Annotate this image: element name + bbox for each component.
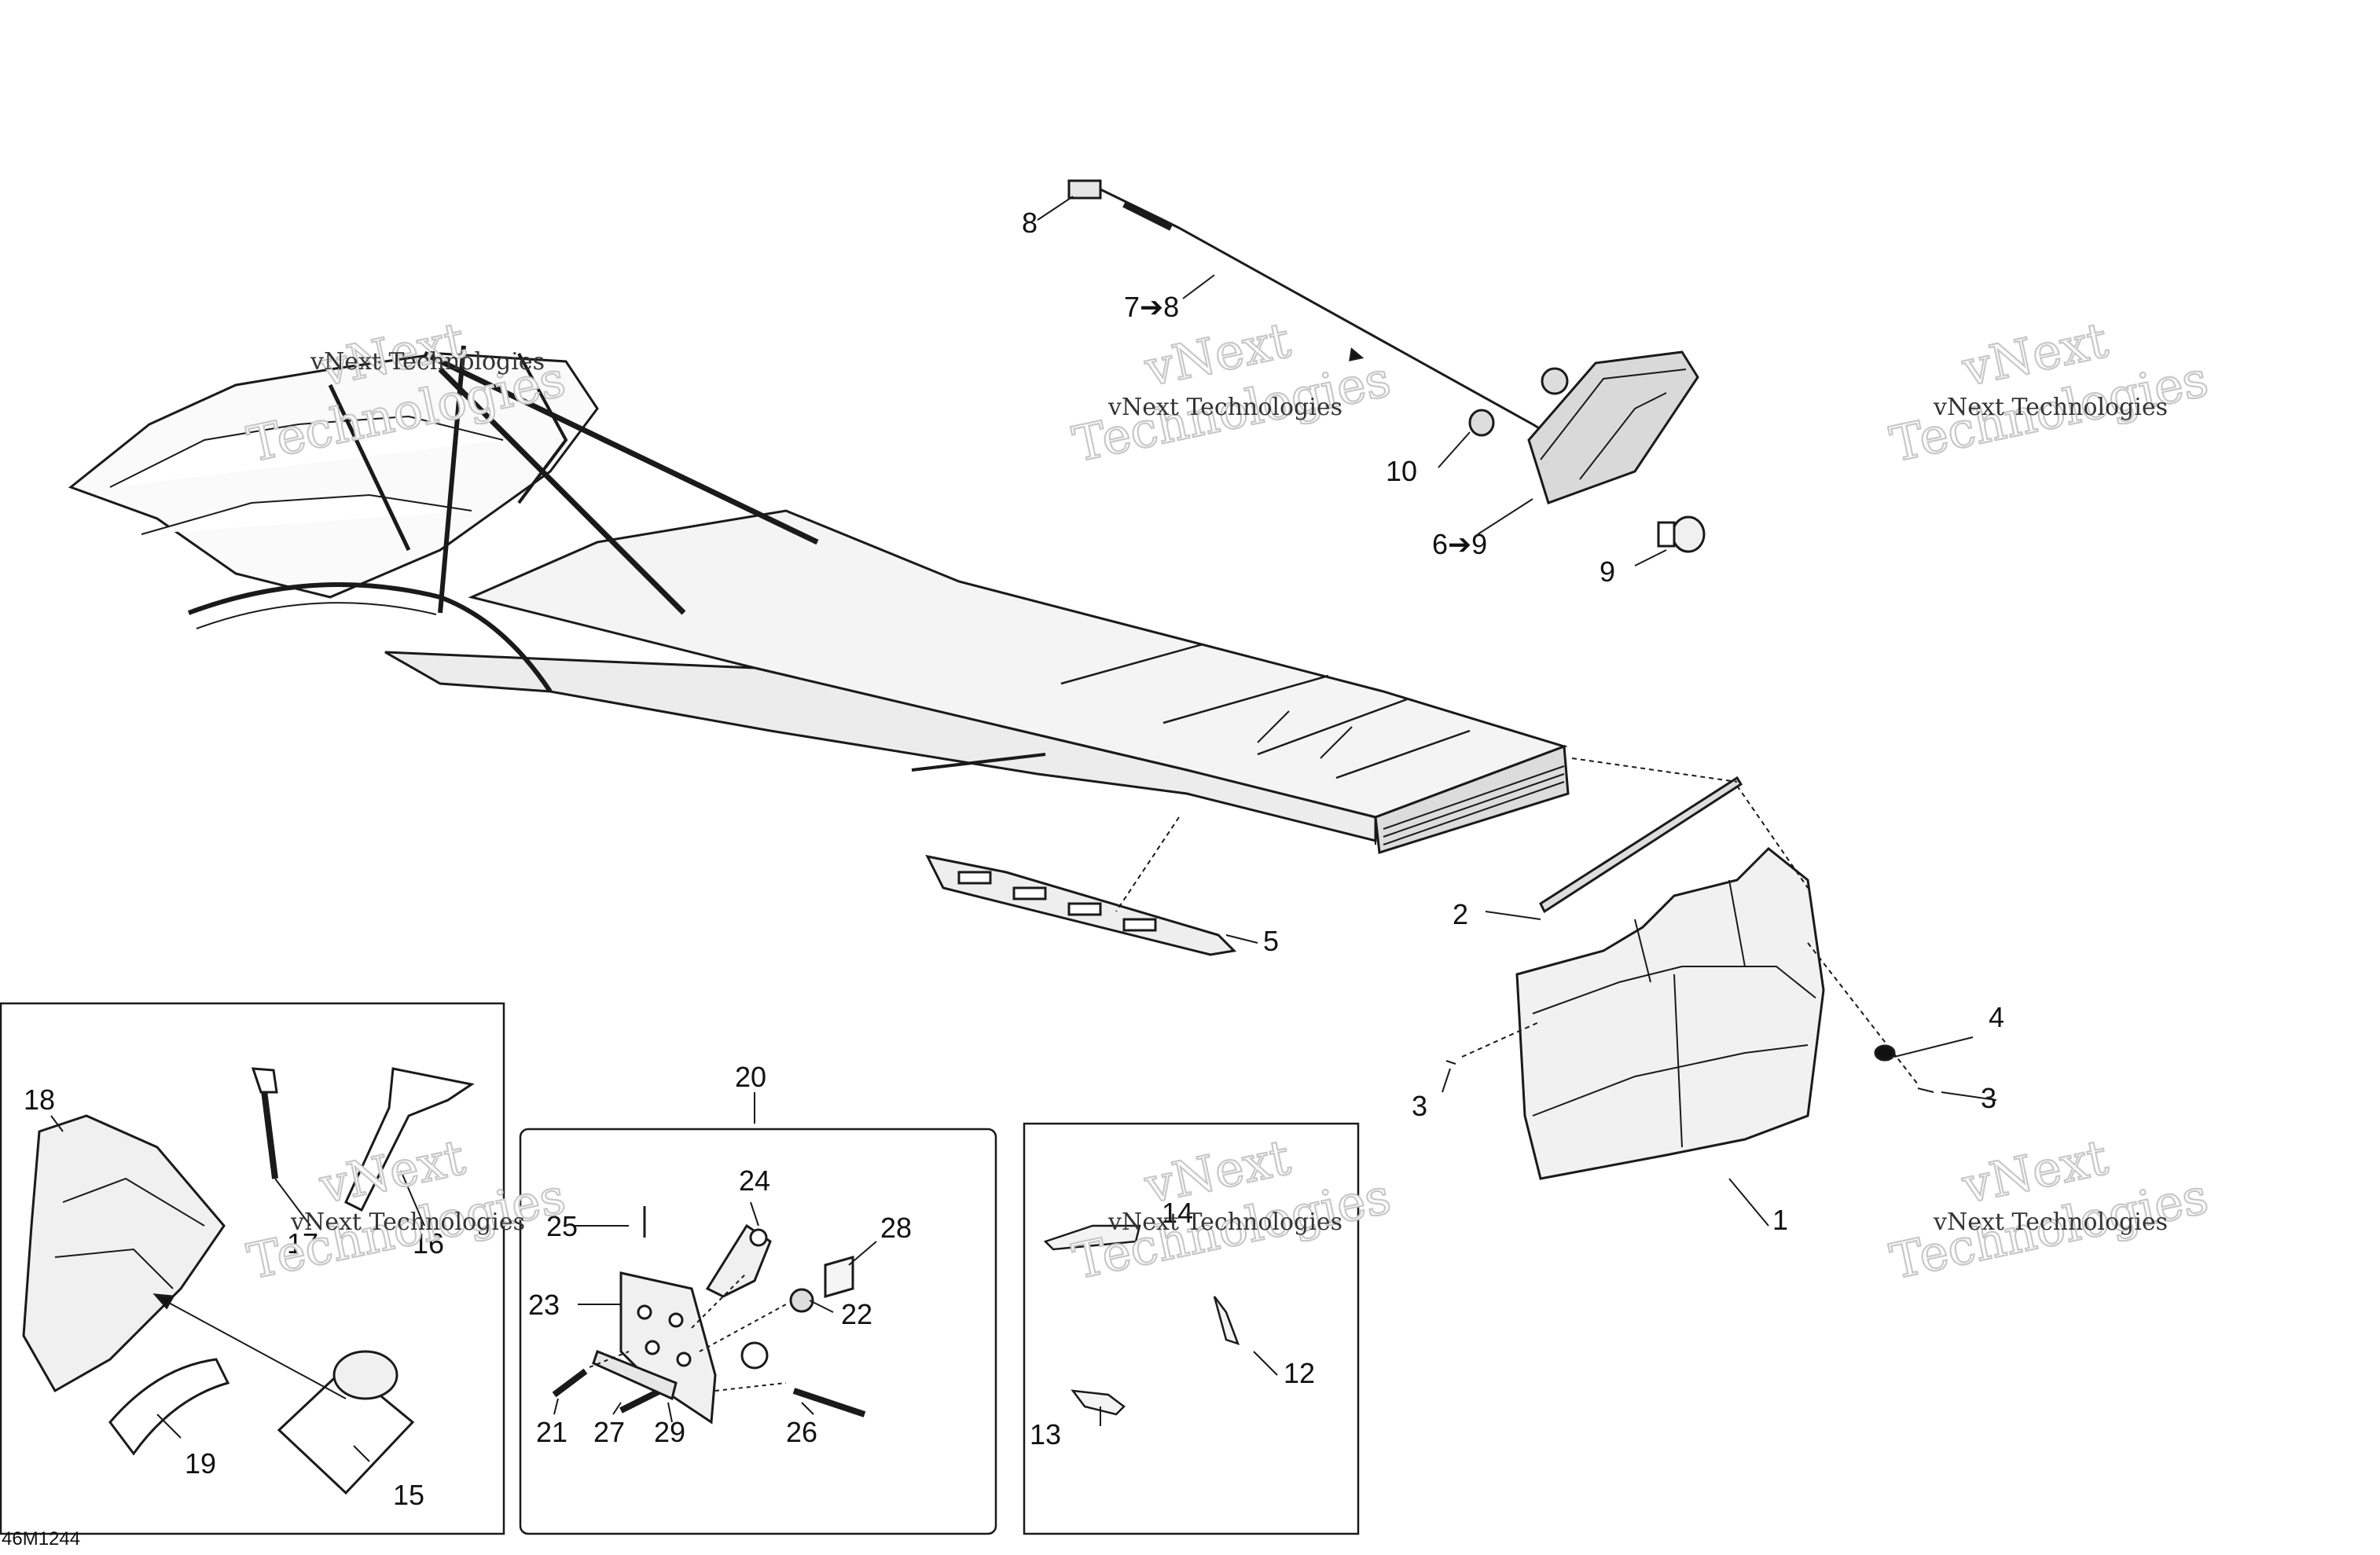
watermark-2-small: vNext Technologies xyxy=(1107,394,1342,421)
watermark-4: vNext Technologies xyxy=(242,1128,571,1291)
callout-12: 12 xyxy=(1284,1357,1315,1389)
callout-18: 18 xyxy=(24,1084,55,1116)
callout-14: 14 xyxy=(1162,1197,1193,1229)
callout-22: 22 xyxy=(841,1298,872,1330)
callout-16: 16 xyxy=(413,1227,444,1260)
leader-lines xyxy=(50,196,1997,1462)
panel-tools xyxy=(0,1002,505,1535)
callout-15: 15 xyxy=(393,1479,424,1511)
callout-26: 26 xyxy=(786,1416,817,1448)
assembly-lines xyxy=(1115,757,1919,1085)
watermark-5-small: vNext Technologies xyxy=(1107,1208,1342,1236)
watermark-6: vNext Technologies xyxy=(1885,1128,2214,1291)
callout-7-8: 7➔8 xyxy=(1124,291,1179,323)
chassis-frame xyxy=(68,345,1570,854)
callout-6-9: 6➔9 xyxy=(1432,528,1487,560)
callout-1: 1 xyxy=(1772,1204,1788,1236)
panel-decals xyxy=(1023,1122,1360,1535)
hitch-parts xyxy=(552,1206,866,1425)
callout-23: 23 xyxy=(528,1289,560,1321)
watermark-4-small: vNext Technologies xyxy=(290,1208,525,1236)
image-code: 46M1244 xyxy=(2,1528,80,1549)
watermark-3: vNext Technologies xyxy=(1885,310,2214,474)
callout-27: 27 xyxy=(593,1416,625,1448)
decal-parts xyxy=(1043,1224,1240,1416)
watermark-5: vNext Technologies xyxy=(1067,1128,1397,1291)
callout-28: 28 xyxy=(880,1212,912,1244)
hitch-dashed-lines xyxy=(589,1272,787,1392)
callout-29: 29 xyxy=(654,1416,685,1448)
callout-4: 4 xyxy=(1989,1001,2004,1033)
callout-9: 9 xyxy=(1600,556,1615,588)
callout-21: 21 xyxy=(536,1416,567,1448)
callout-25: 25 xyxy=(546,1210,578,1242)
callout-8: 8 xyxy=(1022,207,1038,239)
callout-19: 19 xyxy=(185,1447,216,1480)
callout-3-left: 3 xyxy=(1412,1090,1427,1122)
callout-17: 17 xyxy=(287,1227,318,1260)
tail-light-assembly xyxy=(1067,179,1706,553)
watermark-1-small: vNext Technologies xyxy=(310,348,545,376)
callout-24: 24 xyxy=(739,1164,770,1197)
callout-labels: 8 7➔8 10 6➔9 9 2 5 4 3 3 1 14 12 13 20 2… xyxy=(24,207,2004,1511)
callout-10: 10 xyxy=(1386,455,1417,487)
tools-parts xyxy=(22,1067,475,1495)
watermark-3-small: vNext Technologies xyxy=(1933,394,2168,421)
callout-13: 13 xyxy=(1030,1418,1061,1450)
callout-3-right: 3 xyxy=(1981,1082,1996,1114)
watermark-6-small: vNext Technologies xyxy=(1933,1208,2168,1236)
panel-hitch xyxy=(519,1128,997,1535)
callout-5: 5 xyxy=(1263,925,1279,957)
callout-20: 20 xyxy=(735,1061,766,1093)
snowflap xyxy=(925,776,1934,1180)
callout-2: 2 xyxy=(1453,898,1468,930)
